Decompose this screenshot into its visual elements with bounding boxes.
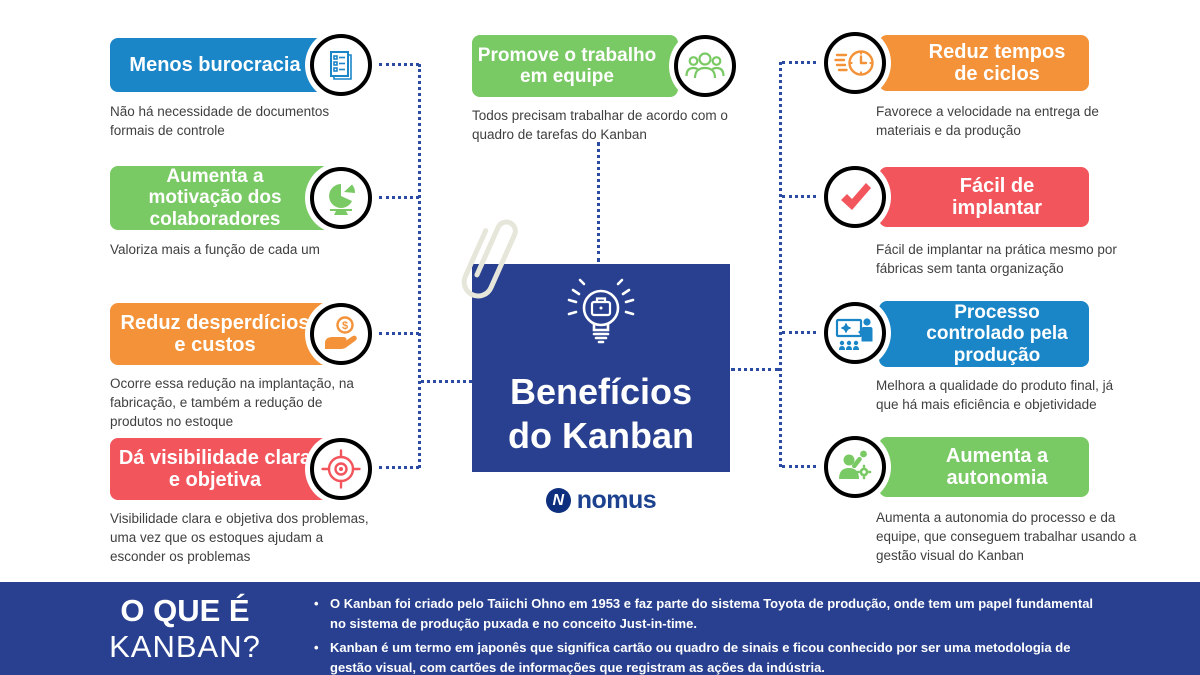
connector-dotted-line <box>779 62 782 467</box>
nomus-logo: N nomus <box>472 486 730 515</box>
documents-icon <box>310 34 372 96</box>
bottom-info-bar: O QUE É KANBAN? O Kanban foi criado pelo… <box>0 582 1200 675</box>
benefit-description: Valoriza mais a função de cada um <box>110 242 320 257</box>
bottom-heading: O QUE É KANBAN? <box>80 593 290 664</box>
benefit-title: Aumenta a autonomia <box>945 444 1049 489</box>
benefit-description: Melhora a qualidade do produto final, já… <box>876 378 1114 413</box>
connector-dotted-line <box>731 368 779 371</box>
infographic-title: Benefícios do Kanban <box>472 370 730 458</box>
connector-dotted-line <box>418 64 421 468</box>
title-line-2: do Kanban <box>508 414 694 456</box>
connector-dotted-line <box>782 465 822 468</box>
benefit-title: Reduz tempos de ciclos <box>928 40 1066 85</box>
benefit-description: Fácil de implantar na prática mesmo por … <box>876 242 1117 277</box>
bottom-heading-line-2: KANBAN? <box>109 628 261 664</box>
svg-text:$: $ <box>342 320 348 332</box>
paperclip-icon <box>448 199 538 319</box>
benefit-description: Todos precisam trabalhar de acordo com o… <box>472 108 728 143</box>
benefit-description: Favorece a velocidade na entrega de mate… <box>876 104 1099 139</box>
benefit-title: Fácil de implantar <box>951 174 1043 219</box>
benefit-banner-processo-controlado: Processo controlado pela produção <box>879 301 1089 367</box>
connector-dotted-line <box>597 142 600 262</box>
connector-dotted-line <box>379 466 419 469</box>
team-icon <box>674 35 736 97</box>
lightbulb-briefcase-icon <box>553 270 649 371</box>
nomus-logo-text: nomus <box>576 486 657 514</box>
benefit-title: Processo controlado pela produção <box>926 302 1068 366</box>
bottom-bullet-list: O Kanban foi criado pelo Taiichi Ohno em… <box>312 594 1112 675</box>
pie-chart-icon <box>310 167 372 229</box>
center-title-card: Benefícios do Kanban <box>472 264 730 472</box>
connector-dotted-line <box>782 61 822 64</box>
benefit-description: Ocorre essa redução na implantação, na f… <box>110 376 354 430</box>
bottom-heading-line-1: O QUE É <box>120 593 250 628</box>
benefit-title: Menos burocracia <box>129 53 301 76</box>
benefit-banner-tempos-ciclos: Reduz tempos de ciclos <box>879 35 1089 91</box>
fast-clock-icon <box>824 32 886 94</box>
connector-dotted-line <box>421 380 472 383</box>
bottom-bullet: O Kanban foi criado pelo Taiichi Ohno em… <box>312 594 1112 633</box>
connector-dotted-line <box>379 196 419 199</box>
benefit-description: Não há necessidade de documentos formais… <box>110 104 330 139</box>
target-icon <box>310 438 372 500</box>
bottom-bullet: Kanban é um termo em japonês que signifi… <box>312 638 1112 675</box>
benefit-description: Aumenta a autonomia do processo e da equ… <box>876 510 1137 564</box>
connector-dotted-line <box>379 332 419 335</box>
benefit-banner-trabalho-equipe: Promove o trabalho em equipe <box>472 35 678 97</box>
benefit-banner-autonomia: Aumenta a autonomia <box>879 437 1089 497</box>
checkmark-icon <box>824 166 886 228</box>
connector-dotted-line <box>379 63 419 66</box>
autonomy-icon <box>824 436 886 498</box>
benefit-title: Aumenta a motivação dos colaboradores <box>148 166 282 230</box>
connector-dotted-line <box>782 331 822 334</box>
money-hand-icon: $ <box>310 303 372 365</box>
connector-dotted-line <box>782 195 822 198</box>
title-line-1: Benefícios <box>509 371 693 412</box>
benefit-banner-facil-implantar: Fácil de implantar <box>879 167 1089 227</box>
benefit-description: Visibilidade clara e objetiva dos proble… <box>110 511 369 565</box>
benefit-title: Promove o trabalho em equipe <box>477 44 657 87</box>
nomus-logo-mark: N <box>545 488 571 513</box>
benefit-title: Reduz desperdícios e custos <box>120 311 310 356</box>
presentation-icon <box>824 302 886 364</box>
benefit-title: Dá visibilidade clara e objetiva <box>118 446 312 491</box>
